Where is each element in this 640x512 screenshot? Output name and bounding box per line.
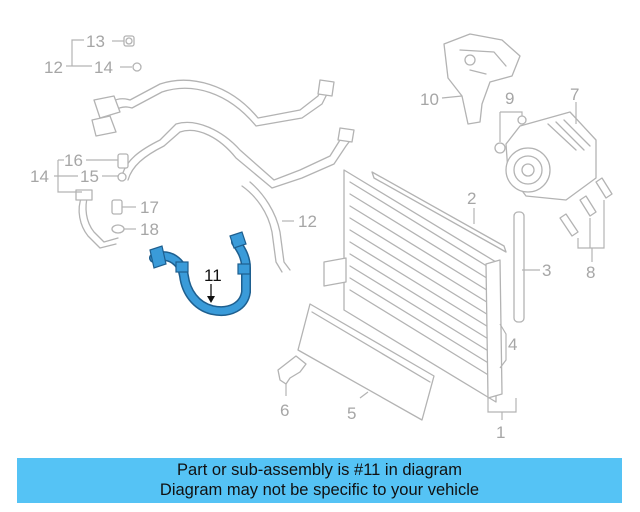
callout-1: 1	[487, 398, 517, 442]
receiver-drier-3	[513, 211, 525, 323]
oring-19	[111, 224, 125, 234]
banner-part-text: Part or sub-assembly is #11 in diagram	[177, 461, 462, 479]
liquid-line-left	[75, 189, 119, 249]
callout-7: 7	[570, 85, 579, 124]
svg-text:16: 16	[64, 151, 83, 170]
valve-15	[123, 35, 135, 47]
callout-5: 5	[347, 391, 369, 423]
suction-hose-upper	[91, 79, 335, 137]
callout-13: 14	[30, 160, 82, 193]
cap-14	[132, 62, 142, 72]
sensor-18	[111, 199, 123, 215]
svg-text:11: 11	[204, 266, 222, 285]
hose-12-lower	[241, 181, 291, 273]
callout-11: 11	[204, 266, 222, 303]
svg-text:17: 17	[140, 198, 159, 217]
svg-text:15: 15	[80, 167, 99, 186]
svg-text:14: 14	[30, 167, 49, 186]
callout-16: 15	[58, 167, 118, 186]
callout-15: 13	[71, 32, 124, 66]
svg-text:9: 9	[505, 89, 514, 108]
bracket-6	[277, 355, 307, 385]
callout-3: 3	[522, 261, 551, 280]
svg-text:13: 13	[86, 32, 105, 51]
svg-text:8: 8	[586, 263, 595, 282]
callout-14: 14	[72, 58, 132, 77]
svg-text:3: 3	[542, 261, 551, 280]
seal-strip-2	[371, 171, 507, 253]
cap-16	[117, 172, 127, 182]
side-panel-5	[297, 303, 435, 421]
svg-text:4: 4	[508, 335, 517, 354]
svg-text:5: 5	[347, 404, 356, 423]
svg-text:7: 7	[570, 85, 579, 104]
callout-2: 2	[467, 189, 476, 224]
callout-12-lower: 12	[282, 212, 317, 231]
callout-10: 10	[420, 90, 463, 109]
callout-18: 17	[122, 198, 159, 217]
switch-17	[117, 153, 129, 169]
pressure-hose-upper	[121, 121, 355, 189]
callout-12-upper: 12	[44, 58, 72, 77]
callout-9: 9	[499, 89, 523, 142]
svg-text:12: 12	[44, 58, 63, 77]
callout-19: 18	[124, 220, 159, 239]
svg-text:14: 14	[94, 58, 113, 77]
svg-text:2: 2	[467, 189, 476, 208]
banner-disclaimer-text: Diagram may not be specific to your vehi…	[159, 481, 480, 499]
highlighted-hose-11	[149, 231, 251, 316]
svg-text:1: 1	[496, 423, 505, 442]
condenser	[323, 169, 503, 403]
svg-text:10: 10	[420, 90, 439, 109]
callout-4: 4	[499, 323, 517, 369]
info-banner: Part or sub-assembly is #11 in diagram D…	[17, 458, 622, 503]
callout-6: 6	[280, 384, 289, 420]
svg-text:6: 6	[280, 401, 289, 420]
parts-diagram: 13 14 12 16 15 14 17 18 12	[30, 32, 613, 442]
bolts-8	[559, 177, 613, 237]
svg-text:18: 18	[140, 220, 159, 239]
compressor-7	[505, 111, 597, 201]
svg-text:12: 12	[298, 212, 317, 231]
callout-8: 8	[577, 200, 605, 282]
compressor-bracket-10	[443, 33, 521, 125]
callout-17: 16	[58, 151, 118, 170]
